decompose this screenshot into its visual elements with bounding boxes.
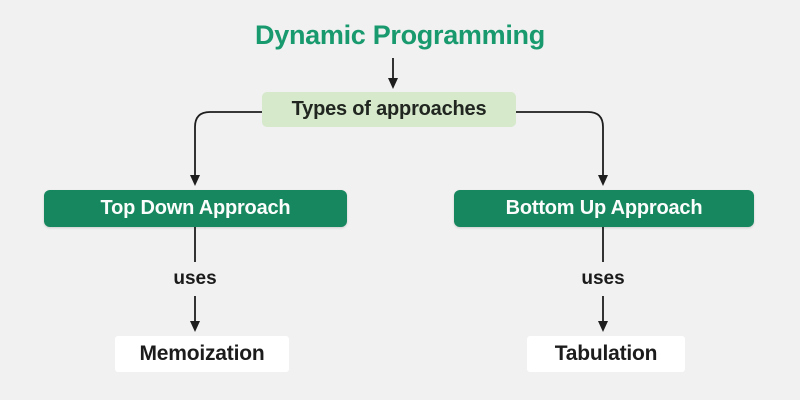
node-bottom-up-approach: Bottom Up Approach xyxy=(454,190,754,227)
edge-types-to-bottom-up xyxy=(516,111,608,186)
node-types-of-approaches: Types of approaches xyxy=(262,92,516,127)
edge-bottom-up-to-tabulation xyxy=(598,227,608,332)
edge-top-down-to-memoization xyxy=(190,227,200,332)
edge-label-uses-left: uses xyxy=(173,268,217,289)
diagram-title: Dynamic Programming xyxy=(255,20,545,50)
edge-label-uses-right: uses xyxy=(581,268,625,289)
node-memoization: Memoization xyxy=(115,336,289,372)
node-top-down-approach: Top Down Approach xyxy=(44,190,347,227)
node-tabulation: Tabulation xyxy=(527,336,685,372)
edge-title-to-types xyxy=(388,58,398,89)
edge-types-to-top-down xyxy=(190,111,262,186)
